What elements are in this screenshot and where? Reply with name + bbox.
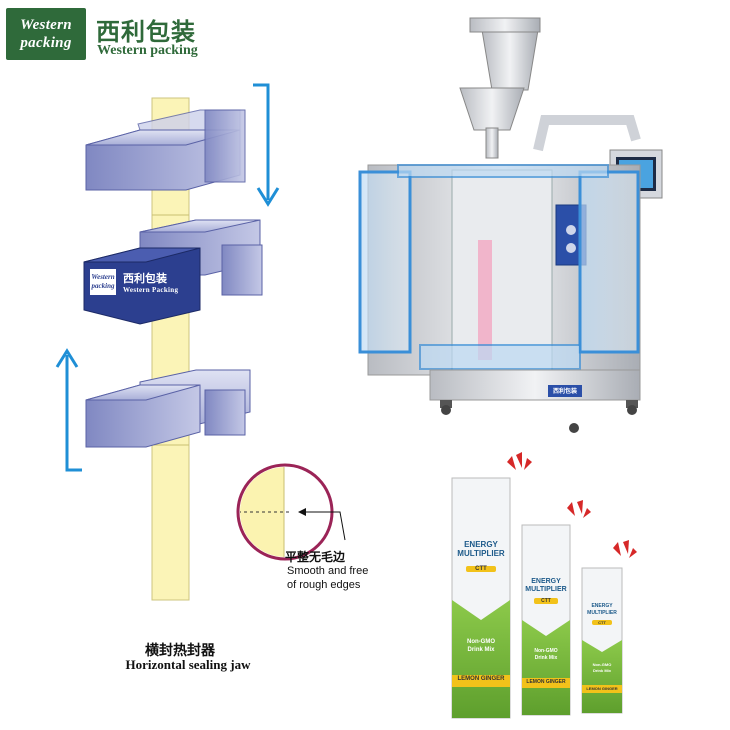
packet-large-flavor: LEMON GINGER	[457, 676, 505, 682]
upward-arrow	[55, 348, 82, 472]
brand-name-cn: 西利包装	[96, 18, 196, 46]
seal-detail-callout	[236, 463, 346, 561]
brand-logo: Western packing	[6, 8, 86, 60]
brand-logo-line2: packing	[20, 35, 72, 51]
packet-small-flavor: LEMON GINGER	[586, 686, 618, 691]
caption-title-en: Horizontal sealing jaw	[125, 657, 251, 672]
packet-large-badge: CTT	[466, 566, 496, 572]
bottom-sealing-jaw	[85, 369, 251, 448]
stick-packet-medium	[521, 524, 571, 716]
downward-arrow	[253, 83, 280, 207]
middle-sealing-jaw	[83, 219, 263, 325]
highlight-marks	[507, 452, 637, 558]
packet-small-badge: CTT	[592, 620, 612, 625]
caption-title-cn: 横封热封器	[145, 643, 215, 659]
brand-name-en: Western packing	[97, 43, 198, 58]
callout-label-en: Smooth and free of rough edges	[287, 565, 369, 591]
packet-medium-flavor: LEMON GINGER	[526, 679, 566, 685]
machine-plate: 西利包装	[552, 389, 577, 395]
packet-medium-badge: CTT	[534, 598, 558, 604]
jaw-badge-en: Western Packing	[123, 286, 179, 294]
callout-label-cn: 平整无毛边	[285, 550, 346, 564]
stick-packet-large	[451, 477, 511, 719]
brand-logo-line1: Western	[20, 17, 72, 33]
top-sealing-jaw	[85, 109, 246, 191]
stick-packet-small	[581, 567, 623, 714]
packaging-machine	[358, 17, 663, 433]
jaw-badge-cn: 西利包装	[123, 272, 167, 285]
